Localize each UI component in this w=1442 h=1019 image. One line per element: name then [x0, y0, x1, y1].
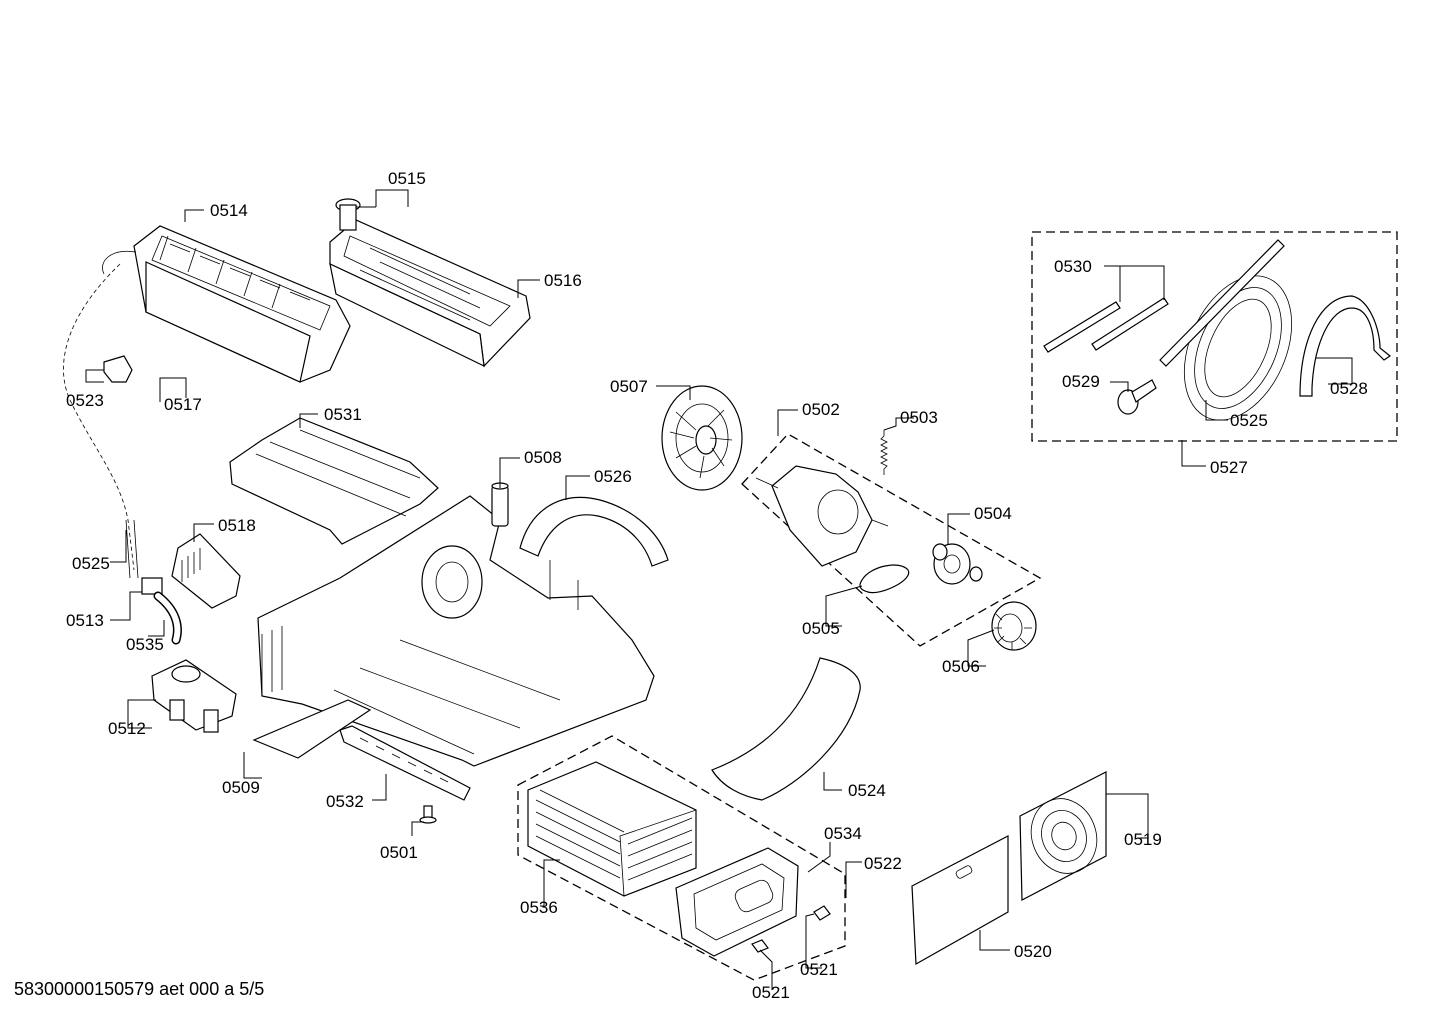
part-0505-belt[interactable]: [859, 564, 910, 594]
label-0525-left[interactable]: 0525: [72, 554, 110, 573]
label-0515[interactable]: 0515: [388, 169, 426, 188]
label-0532[interactable]: 0532: [326, 792, 364, 811]
part-0519-front-cover[interactable]: [1019, 771, 1107, 901]
label-0503[interactable]: 0503: [900, 408, 938, 427]
label-0512[interactable]: 0512: [108, 719, 146, 738]
part-0521-clip-a[interactable]: [813, 905, 831, 921]
label-0529[interactable]: 0529: [1062, 372, 1100, 391]
label-0509[interactable]: 0509: [222, 778, 260, 797]
label-0501[interactable]: 0501: [380, 843, 418, 862]
part-labels: 0515 0514 0516 0523 0517 0531 0508 0526 …: [66, 169, 1368, 1002]
label-0531[interactable]: 0531: [324, 405, 362, 424]
label-0536[interactable]: 0536: [520, 898, 558, 917]
part-0516-container[interactable]: [329, 219, 531, 368]
label-0530[interactable]: 0530: [1054, 257, 1092, 276]
part-0513-connector[interactable]: [141, 577, 163, 595]
label-0534[interactable]: 0534: [824, 824, 862, 843]
label-0508[interactable]: 0508: [524, 448, 562, 467]
label-0527[interactable]: 0527: [1210, 458, 1248, 477]
label-0520[interactable]: 0520: [1014, 942, 1052, 961]
label-0535[interactable]: 0535: [126, 635, 164, 654]
group-box-0522: [517, 735, 846, 981]
part-base-housing[interactable]: [257, 495, 655, 767]
part-0530-cable-ties[interactable]: [1043, 297, 1169, 353]
part-0525-coiled-hose[interactable]: [1159, 239, 1313, 437]
label-0521-right[interactable]: 0521: [800, 960, 838, 979]
part-0504-pulley[interactable]: [932, 543, 983, 585]
part-0536-heat-exchanger[interactable]: [527, 761, 697, 897]
part-0508-capacitor[interactable]: [491, 482, 509, 527]
label-0502[interactable]: 0502: [802, 400, 840, 419]
document-id-footer: 58300000150579 aet 000 a 5/5: [14, 979, 265, 999]
label-0505[interactable]: 0505: [802, 619, 840, 638]
part-0502-motor[interactable]: [755, 465, 889, 567]
leader-lines: [85, 189, 1353, 990]
label-0513[interactable]: 0513: [66, 611, 104, 630]
part-0535-tube[interactable]: [153, 591, 182, 645]
label-0522[interactable]: 0522: [864, 854, 902, 873]
part-0507-fan-wheel[interactable]: [661, 385, 743, 491]
group-box-0502: [741, 433, 1042, 647]
group-box-0527: [1031, 231, 1398, 442]
part-0501-foot[interactable]: [419, 805, 437, 824]
part-0509-plate[interactable]: [252, 699, 372, 759]
label-0517[interactable]: 0517: [164, 395, 202, 414]
part-0520-panel[interactable]: [911, 835, 1009, 965]
label-0524[interactable]: 0524: [848, 781, 886, 800]
label-0528[interactable]: 0528: [1330, 379, 1368, 398]
part-0532-strip[interactable]: [339, 725, 471, 801]
label-0507[interactable]: 0507: [610, 377, 648, 396]
part-0503-spring[interactable]: [880, 430, 888, 475]
part-0528-bracket[interactable]: [1299, 295, 1392, 397]
label-0514[interactable]: 0514: [210, 201, 248, 220]
part-0512-pump[interactable]: [151, 659, 237, 733]
part-0534-frame[interactable]: [675, 847, 799, 957]
part-0531-air-duct[interactable]: [229, 417, 439, 545]
label-0506[interactable]: 0506: [942, 657, 980, 676]
label-0519[interactable]: 0519: [1124, 830, 1162, 849]
part-0514-drawer[interactable]: [102, 225, 351, 383]
part-0506-fan[interactable]: [991, 601, 1037, 651]
part-0517-hose[interactable]: [129, 337, 153, 437]
part-0529-plug[interactable]: [1117, 379, 1157, 415]
label-0523[interactable]: 0523: [66, 391, 104, 410]
part-0524-seal[interactable]: [711, 657, 861, 801]
label-0526[interactable]: 0526: [594, 467, 632, 486]
part-0515-cap[interactable]: [335, 198, 361, 231]
label-0516[interactable]: 0516: [544, 271, 582, 290]
part-0521-clip-b[interactable]: [751, 939, 769, 953]
label-0525-right[interactable]: 0525: [1230, 411, 1268, 430]
label-0518[interactable]: 0518: [218, 516, 256, 535]
part-0526-shell[interactable]: [519, 496, 669, 610]
label-0504[interactable]: 0504: [974, 504, 1012, 523]
part-0518-cover[interactable]: [171, 533, 241, 609]
label-0521-bottom[interactable]: 0521: [752, 983, 790, 1002]
part-0523-clip[interactable]: [103, 355, 133, 383]
part-0525-drain-hose[interactable]: [63, 263, 139, 579]
